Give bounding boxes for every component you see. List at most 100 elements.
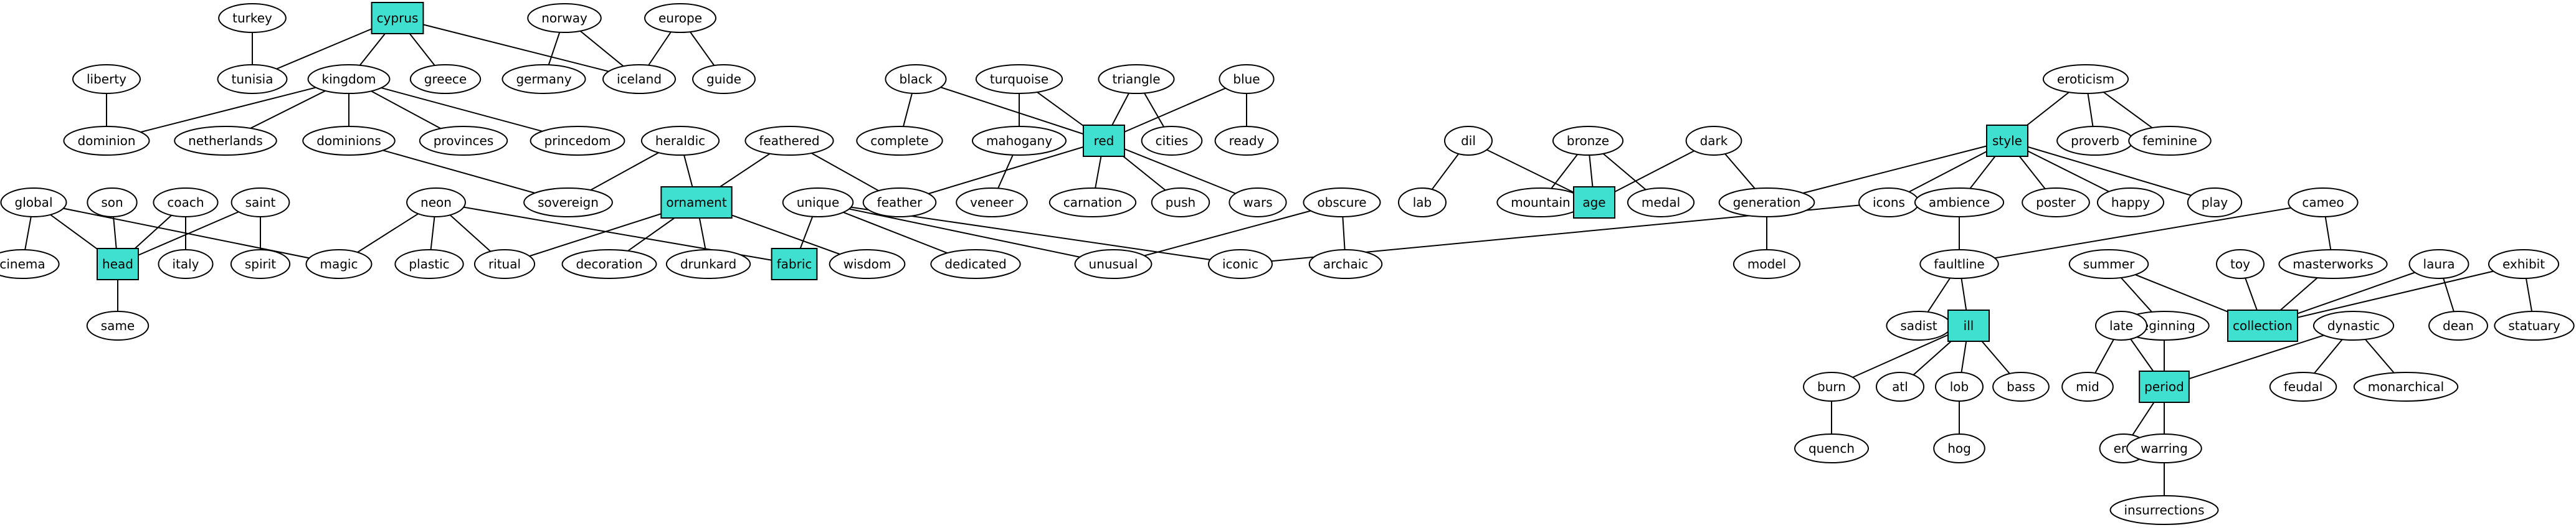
node-archaic[interactable]: archaic (1308, 249, 1383, 279)
node-carnation[interactable]: carnation (1048, 187, 1137, 217)
node-decoration[interactable]: decoration (561, 249, 657, 279)
node-ornament[interactable]: ornament (660, 186, 733, 219)
node-germany[interactable]: germany (501, 64, 586, 94)
node-late[interactable]: late (2095, 311, 2147, 341)
node-same[interactable]: same (86, 311, 150, 341)
node-magic[interactable]: magic (305, 249, 373, 279)
node-ritual[interactable]: ritual (473, 249, 536, 279)
node-tunisia[interactable]: tunisia (217, 64, 288, 94)
node-feminine[interactable]: feminine (2128, 126, 2212, 156)
node-princedom[interactable]: princedom (530, 126, 625, 156)
node-style[interactable]: style (1986, 125, 2028, 157)
node-period[interactable]: period (2139, 371, 2190, 403)
node-sovereign[interactable]: sovereign (523, 187, 613, 217)
node-obscure[interactable]: obscure (1303, 187, 1381, 217)
node-burn[interactable]: burn (1803, 372, 1860, 402)
node-europe[interactable]: europe (644, 3, 716, 33)
node-netherlands[interactable]: netherlands (174, 126, 277, 156)
node-dil[interactable]: dil (1444, 126, 1493, 156)
node-son[interactable]: son (87, 187, 138, 217)
node-cinema[interactable]: cinema (0, 249, 60, 279)
node-summer[interactable]: summer (2068, 249, 2149, 279)
node-feather[interactable]: feather (862, 187, 937, 217)
node-ill[interactable]: ill (1947, 310, 1990, 342)
node-ready[interactable]: ready (1214, 126, 1279, 156)
node-faultline[interactable]: faultline (1919, 249, 1999, 279)
node-laura[interactable]: laura (2408, 249, 2469, 279)
node-iconic[interactable]: iconic (1207, 249, 1273, 279)
node-triangle[interactable]: triangle (1098, 64, 1175, 94)
node-hog[interactable]: hog (1933, 433, 1985, 463)
node-insurrections[interactable]: insurrections (2109, 495, 2219, 525)
node-head[interactable]: head (97, 248, 139, 280)
node-blue[interactable]: blue (1219, 64, 1275, 94)
node-exhibit[interactable]: exhibit (2488, 249, 2560, 279)
node-medal[interactable]: medal (1627, 187, 1695, 217)
node-age[interactable]: age (1573, 186, 1615, 219)
node-provinces[interactable]: provinces (419, 126, 508, 156)
node-spirit[interactable]: spirit (230, 249, 291, 279)
node-unusual[interactable]: unusual (1074, 249, 1153, 279)
node-statuary[interactable]: statuary (2494, 311, 2575, 341)
node-heraldic[interactable]: heraldic (640, 126, 720, 156)
node-dominion[interactable]: dominion (63, 126, 150, 156)
node-fabric[interactable]: fabric (771, 248, 818, 280)
node-black[interactable]: black (885, 64, 947, 94)
node-poster[interactable]: poster (2022, 187, 2090, 217)
node-bass[interactable]: bass (1992, 372, 2050, 402)
node-feathered[interactable]: feathered (744, 126, 834, 156)
node-mid[interactable]: mid (2061, 372, 2114, 402)
node-dean[interactable]: dean (2428, 311, 2488, 341)
node-cities[interactable]: cities (1141, 126, 1203, 156)
node-wisdom[interactable]: wisdom (829, 249, 906, 279)
node-turquoise[interactable]: turquoise (975, 64, 1063, 94)
node-warring[interactable]: warring (2126, 433, 2202, 463)
node-icons[interactable]: icons (1858, 187, 1919, 217)
node-dynastic[interactable]: dynastic (2312, 311, 2395, 341)
node-dedicated[interactable]: dedicated (930, 249, 1021, 279)
node-unique[interactable]: unique (782, 187, 854, 217)
node-iceland[interactable]: iceland (602, 64, 677, 94)
node-play[interactable]: play (2187, 187, 2243, 217)
node-mountain[interactable]: mountain (1496, 187, 1585, 217)
node-model[interactable]: model (1732, 249, 1801, 279)
node-saint[interactable]: saint (231, 187, 290, 217)
node-feudal[interactable]: feudal (2269, 372, 2337, 402)
node-kingdom[interactable]: kingdom (307, 64, 391, 94)
node-toy[interactable]: toy (2216, 249, 2265, 279)
node-veneer[interactable]: veneer (956, 187, 1028, 217)
node-liberty[interactable]: liberty (72, 64, 141, 94)
node-coach[interactable]: coach (153, 187, 219, 217)
node-greece[interactable]: greece (409, 64, 482, 94)
node-mahogany[interactable]: mahogany (971, 126, 1067, 156)
node-dominions[interactable]: dominions (302, 126, 396, 156)
node-masterworks[interactable]: masterworks (2278, 249, 2388, 279)
node-bronze[interactable]: bronze (1552, 126, 1624, 156)
node-guide[interactable]: guide (692, 64, 756, 94)
node-turkey[interactable]: turkey (218, 3, 287, 33)
node-lob[interactable]: lob (1935, 372, 1984, 402)
node-cameo[interactable]: cameo (2288, 187, 2359, 217)
node-ambience[interactable]: ambience (1914, 187, 2005, 217)
node-red[interactable]: red (1083, 125, 1125, 157)
node-cyprus[interactable]: cyprus (371, 2, 424, 34)
node-dark[interactable]: dark (1685, 126, 1742, 156)
node-proverb[interactable]: proverb (2056, 126, 2134, 156)
node-sadist[interactable]: sadist (1886, 311, 1952, 341)
node-norway[interactable]: norway (527, 3, 602, 33)
node-monarchical[interactable]: monarchical (2353, 372, 2459, 402)
node-eroticism[interactable]: eroticism (2042, 64, 2129, 94)
node-atl[interactable]: atl (1876, 372, 1924, 402)
node-collection[interactable]: collection (2227, 310, 2298, 342)
node-wars[interactable]: wars (1229, 187, 1287, 217)
node-italy[interactable]: italy (158, 249, 214, 279)
node-global[interactable]: global (0, 187, 67, 217)
node-lab[interactable]: lab (1398, 187, 1447, 217)
node-drunkard[interactable]: drunkard (665, 249, 751, 279)
node-quench[interactable]: quench (1794, 433, 1870, 463)
node-complete[interactable]: complete (856, 126, 943, 156)
node-generation[interactable]: generation (1718, 187, 1815, 217)
node-push[interactable]: push (1151, 187, 1210, 217)
node-happy[interactable]: happy (2096, 187, 2165, 217)
node-plastic[interactable]: plastic (394, 249, 464, 279)
